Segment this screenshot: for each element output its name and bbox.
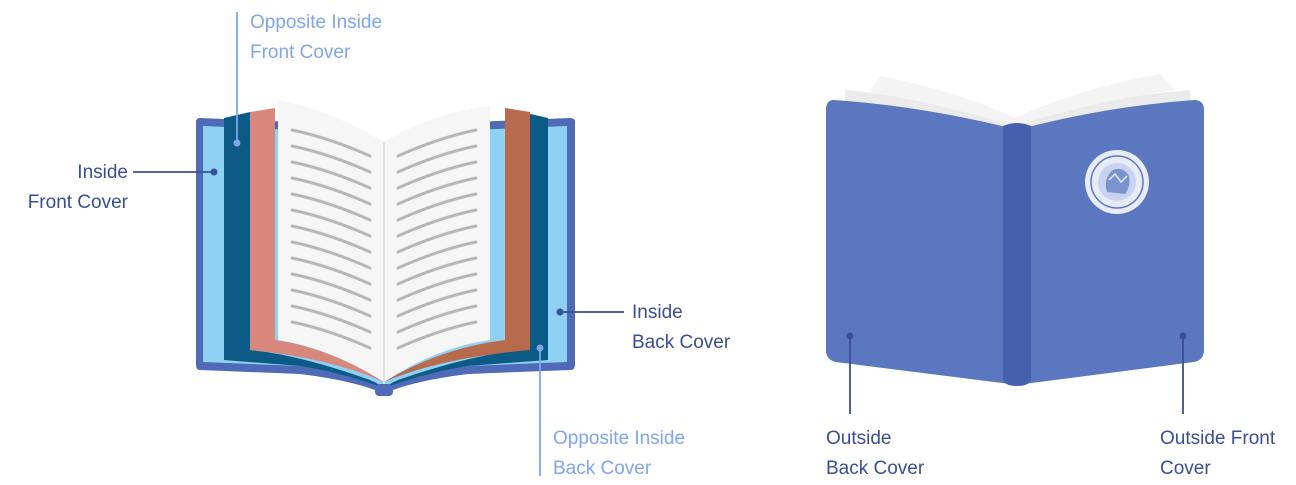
closed-book-spine (1003, 123, 1031, 386)
label-line: Outside (826, 428, 892, 449)
dot-inside-front (210, 168, 218, 176)
dot-opposite-inside-front (233, 139, 241, 147)
dot-opposite-inside-back (536, 344, 544, 352)
label-outside-back-cover: Outside Back Cover (826, 424, 924, 485)
right-page-text-lines (396, 128, 478, 350)
label-outside-front-cover: Outside Front Cover (1160, 424, 1275, 485)
left-teal-pages (224, 112, 384, 388)
closed-book (826, 74, 1204, 414)
closed-book-page-edge-left-top (870, 76, 1015, 126)
open-book-leaders (133, 12, 624, 476)
dot-inside-back (556, 308, 564, 316)
label-line: Front Cover (27, 192, 128, 214)
closed-book-leaders (846, 332, 1187, 414)
label-inside-back-cover: Inside Back Cover (632, 298, 730, 359)
closed-book-page-edge-right-top (1015, 74, 1175, 126)
left-page-text-lines (290, 128, 372, 350)
label-line: Back Cover (826, 458, 925, 480)
open-book (133, 12, 624, 476)
right-teal-pages (384, 112, 548, 388)
outside-front-cover-area (1024, 100, 1204, 384)
seal-emblem-icon (1085, 150, 1149, 214)
label-line: Outside Front (1160, 428, 1276, 449)
label-line: Back Cover (553, 458, 652, 480)
open-book-spine-nub (375, 384, 393, 396)
dot-outside-front (1179, 332, 1187, 340)
label-inside-front-cover: Inside Front Cover (4, 158, 128, 219)
label-line: Inside (77, 162, 128, 183)
opposite-inside-front-pages (250, 108, 384, 382)
label-opposite-inside-back-cover: Opposite Inside Back Cover (553, 424, 685, 485)
label-line: Opposite Inside (553, 428, 686, 449)
label-line: Cover (1160, 458, 1211, 480)
label-opposite-inside-front-cover: Opposite Inside Front Cover (250, 8, 382, 69)
label-line: Inside (632, 302, 683, 323)
label-line: Opposite Inside (250, 12, 383, 33)
label-line: Front Cover (250, 42, 351, 64)
dot-outside-back (846, 332, 854, 340)
label-line: Back Cover (632, 332, 731, 354)
outside-back-cover-area (826, 100, 1010, 384)
opposite-inside-back-pages (384, 108, 530, 382)
right-white-page (384, 106, 490, 382)
